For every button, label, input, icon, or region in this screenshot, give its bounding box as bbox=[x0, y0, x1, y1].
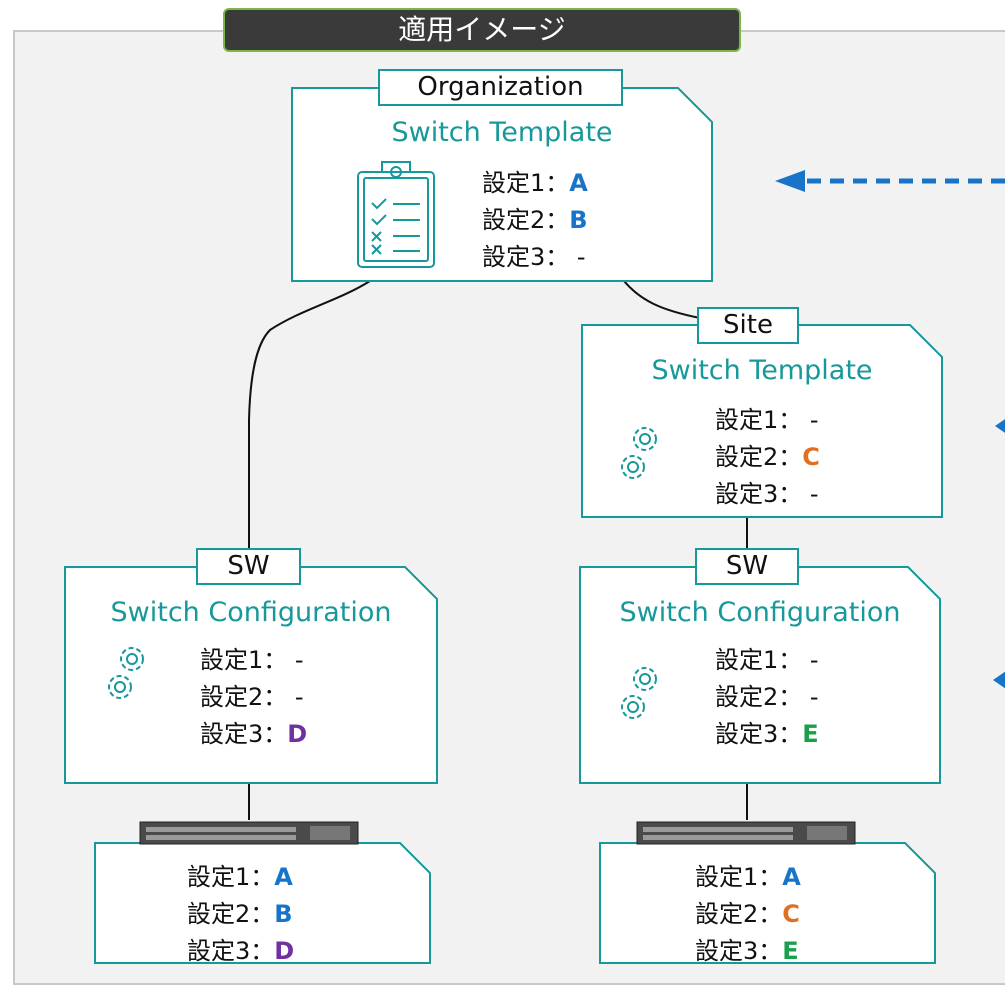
result-left-row-1: 設定1：A bbox=[187, 857, 293, 892]
sw-left-row-2: 設定2： - bbox=[200, 677, 304, 712]
sw-right-row-1: 設定1： - bbox=[715, 640, 819, 675]
row-value: - bbox=[294, 683, 304, 711]
row-value: A bbox=[274, 863, 293, 891]
row-label: 設定1： bbox=[715, 646, 803, 674]
org-tag: Organization bbox=[378, 69, 623, 106]
arrow-to-org bbox=[775, 170, 1005, 192]
result-left-row-3: 設定3：D bbox=[187, 931, 294, 966]
diagram-title: 適用イメージ bbox=[223, 8, 741, 52]
row-value: - bbox=[809, 406, 819, 434]
row-label: 設定1： bbox=[482, 169, 570, 197]
org-row-3: 設定3： - bbox=[482, 237, 586, 272]
sw-right-row-3: 設定3：E bbox=[715, 714, 819, 749]
row-value: - bbox=[809, 683, 819, 711]
org-card-title: Switch Template bbox=[391, 117, 613, 148]
row-value: E bbox=[802, 720, 819, 748]
site-row-2: 設定2：C bbox=[715, 437, 820, 472]
clipboard-checklist-icon bbox=[357, 161, 435, 268]
sw-left-tag: SW bbox=[196, 548, 301, 585]
gears-icon bbox=[621, 667, 657, 719]
result-right-row-1: 設定1：A bbox=[695, 857, 801, 892]
row-label: 設定2： bbox=[482, 206, 570, 234]
row-value: A bbox=[569, 169, 588, 197]
row-value: D bbox=[274, 937, 295, 965]
connector-org-to-site bbox=[623, 280, 701, 319]
row-label: 設定2： bbox=[715, 683, 803, 711]
row-value: C bbox=[782, 900, 800, 928]
row-value: A bbox=[782, 863, 801, 891]
row-value: - bbox=[809, 480, 819, 508]
gears-icon bbox=[621, 427, 657, 479]
sw-left-row-3: 設定3：D bbox=[200, 714, 307, 749]
result-right-row-3: 設定3：E bbox=[695, 931, 799, 966]
row-value: B bbox=[274, 900, 293, 928]
row-value: - bbox=[294, 646, 304, 674]
row-label: 設定2： bbox=[695, 900, 783, 928]
result-right-row-2: 設定2：C bbox=[695, 894, 800, 929]
arrow-to-sw bbox=[993, 671, 1005, 689]
row-label: 設定1： bbox=[715, 406, 803, 434]
sw-left-row-1: 設定1： - bbox=[200, 640, 304, 675]
row-label: 設定3： bbox=[187, 937, 275, 965]
result-left-row-2: 設定2：B bbox=[187, 894, 293, 929]
sw-left-card-box bbox=[64, 566, 438, 784]
connector-org-to-left-sw bbox=[248, 280, 371, 568]
sw-left-card-title: Switch Configuration bbox=[110, 597, 392, 628]
gears-icon bbox=[108, 647, 144, 699]
sw-right-card-box bbox=[579, 566, 941, 784]
row-label: 設定3： bbox=[695, 937, 783, 965]
row-value: - bbox=[576, 243, 586, 271]
sw-right-row-2: 設定2： - bbox=[715, 677, 819, 712]
row-label: 設定3： bbox=[715, 480, 803, 508]
row-value: B bbox=[569, 206, 588, 234]
site-row-3: 設定3： - bbox=[715, 474, 819, 509]
row-label: 設定2： bbox=[200, 683, 288, 711]
row-label: 設定2： bbox=[187, 900, 275, 928]
row-value: D bbox=[287, 720, 308, 748]
row-value: - bbox=[809, 646, 819, 674]
org-row-2: 設定2：B bbox=[482, 200, 588, 235]
row-label: 設定3： bbox=[200, 720, 288, 748]
sw-right-tag: SW bbox=[695, 548, 799, 585]
site-card-box bbox=[581, 324, 943, 518]
row-label: 設定1： bbox=[187, 863, 275, 891]
site-card-title: Switch Template bbox=[651, 355, 873, 386]
row-value: E bbox=[782, 937, 799, 965]
row-value: C bbox=[802, 443, 820, 471]
site-tag: Site bbox=[697, 307, 799, 344]
row-label: 設定1： bbox=[695, 863, 783, 891]
network-switch-image bbox=[636, 821, 856, 845]
row-label: 設定3： bbox=[715, 720, 803, 748]
site-row-1: 設定1： - bbox=[715, 400, 819, 435]
row-label: 設定2： bbox=[715, 443, 803, 471]
row-label: 設定3： bbox=[482, 243, 570, 271]
sw-right-card-title: Switch Configuration bbox=[619, 597, 901, 628]
org-row-1: 設定1：A bbox=[482, 163, 588, 198]
arrow-to-site bbox=[995, 419, 1005, 433]
network-switch-image bbox=[139, 821, 359, 845]
row-label: 設定1： bbox=[200, 646, 288, 674]
